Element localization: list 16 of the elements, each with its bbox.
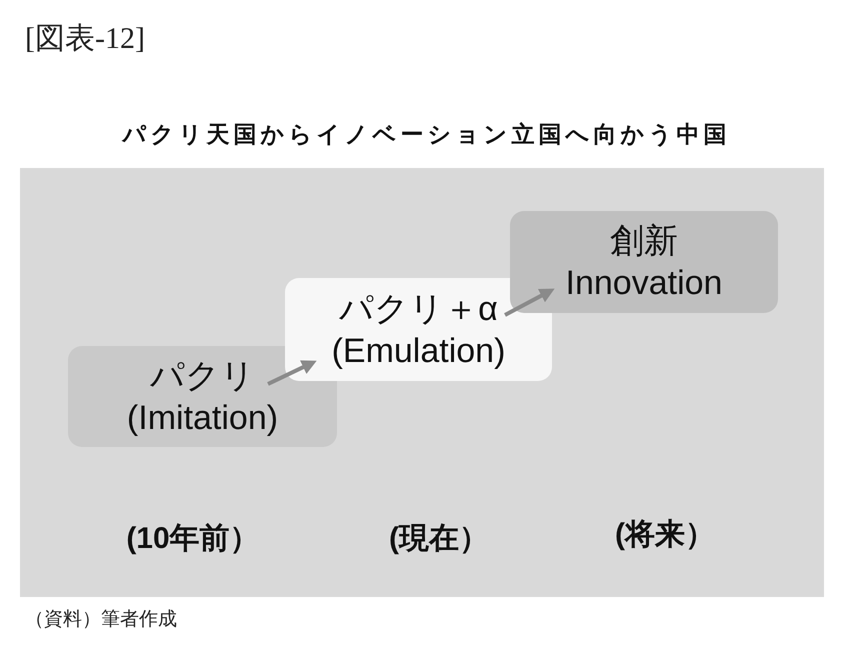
english-term: Innovation — [566, 263, 722, 304]
source-note: （資料）筆者作成 — [25, 608, 177, 632]
stage-name: 創新 — [610, 221, 678, 262]
english-term: (Imitation) — [126, 398, 278, 438]
period-label: (将来） — [614, 517, 716, 553]
arrow — [504, 288, 555, 317]
arrow — [267, 360, 317, 386]
stage-name: パクリ＋α — [339, 288, 498, 330]
english-term: (Emulation) — [332, 330, 506, 372]
diagram-title: パクリ天国からイノベーション立国へ向かう中国 — [120, 120, 732, 149]
figure-number: [図表-12] — [25, 21, 145, 57]
stage-name: パクリ — [150, 356, 255, 396]
stage-box — [510, 211, 778, 313]
stage-box — [285, 278, 552, 381]
period-label: (現在） — [388, 521, 490, 557]
period-label: (10年前） — [125, 521, 261, 557]
